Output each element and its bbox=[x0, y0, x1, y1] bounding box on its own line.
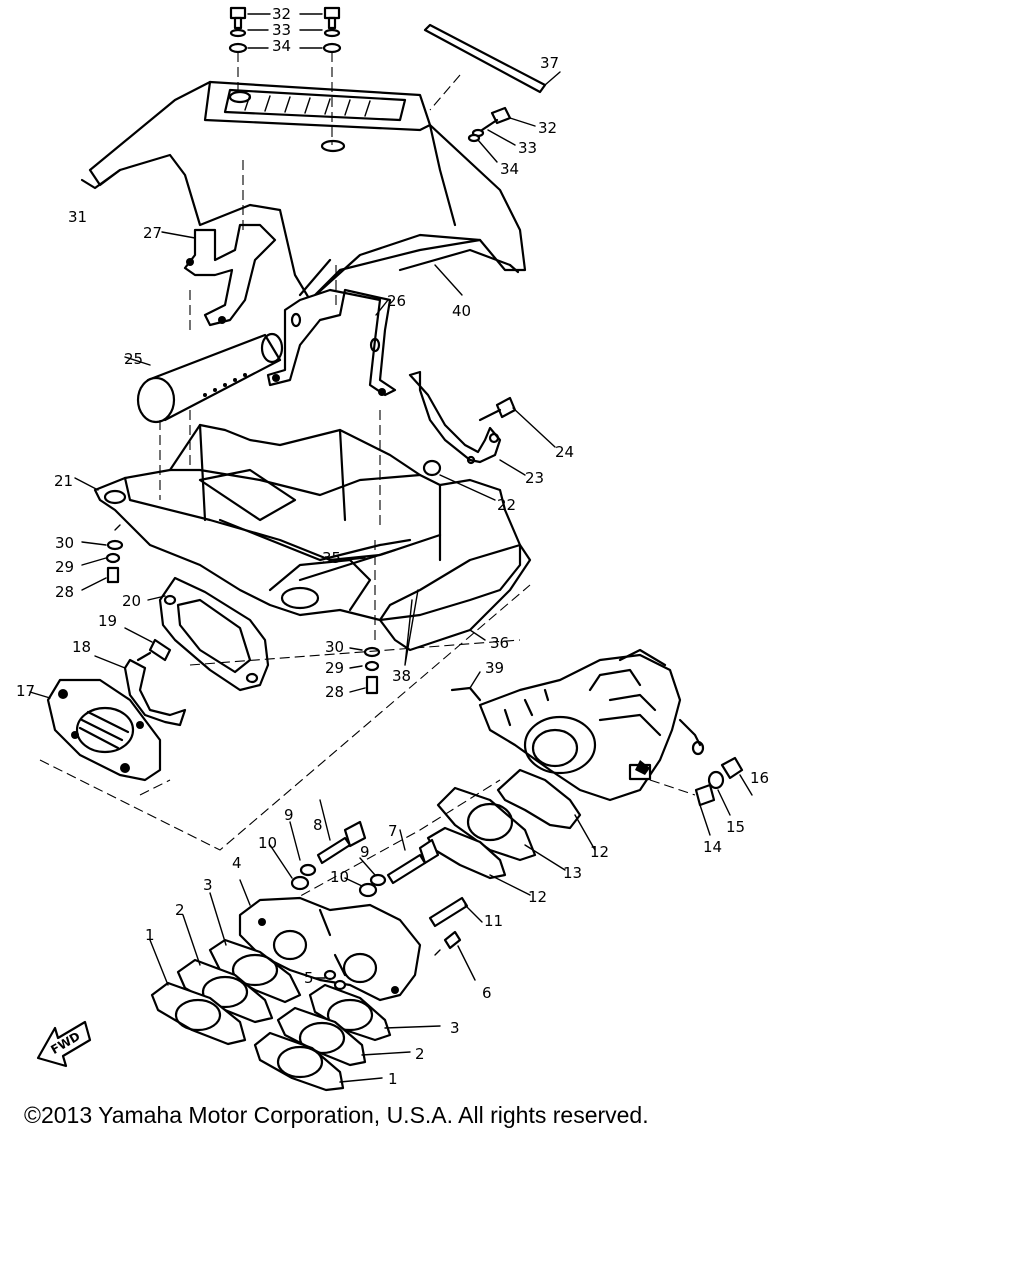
intake-tube bbox=[124, 290, 284, 424]
label-14: 14 bbox=[703, 838, 722, 856]
left-hardware bbox=[81, 524, 381, 695]
label-9b: 9 bbox=[360, 843, 370, 861]
label-2b: 2 bbox=[415, 1045, 425, 1063]
label-27: 27 bbox=[143, 224, 162, 242]
label-5: 5 bbox=[304, 969, 314, 987]
label-32a: 32 bbox=[272, 5, 291, 23]
label-3a: 3 bbox=[203, 876, 213, 894]
label-23: 23 bbox=[525, 469, 544, 487]
label-6: 6 bbox=[482, 984, 492, 1002]
label-30a: 30 bbox=[55, 534, 74, 552]
label-18: 18 bbox=[72, 638, 91, 656]
label-16: 16 bbox=[750, 769, 769, 787]
label-36: 36 bbox=[490, 634, 509, 652]
top-screws bbox=[228, 6, 536, 163]
carburetor bbox=[450, 648, 705, 802]
bolt-19-bracket-18 bbox=[94, 627, 187, 727]
label-20: 20 bbox=[122, 592, 141, 610]
air-cover bbox=[80, 80, 527, 302]
label-2a: 2 bbox=[175, 901, 185, 919]
label-7: 7 bbox=[388, 822, 398, 840]
assembly-lines bbox=[39, 584, 531, 911]
part-number-labels: 32 33 34 37 32 33 34 31 27 40 26 25 24 2… bbox=[16, 5, 769, 1088]
pin-35 bbox=[298, 548, 397, 582]
label-34a: 34 bbox=[272, 37, 291, 55]
label-30b: 30 bbox=[325, 638, 344, 656]
label-22: 22 bbox=[497, 496, 516, 514]
label-15: 15 bbox=[726, 818, 745, 836]
bracket-27 bbox=[161, 160, 277, 327]
label-28b: 28 bbox=[325, 683, 344, 701]
label-25: 25 bbox=[124, 350, 143, 368]
label-33b: 33 bbox=[518, 139, 537, 157]
label-10b: 10 bbox=[330, 868, 349, 886]
label-38: 38 bbox=[392, 667, 411, 685]
copyright-notice: ©2013 Yamaha Motor Corporation, U.S.A. A… bbox=[24, 1102, 649, 1128]
label-32b: 32 bbox=[538, 119, 557, 137]
label-17: 17 bbox=[16, 682, 35, 700]
carb-gaskets bbox=[426, 768, 596, 896]
flange-17 bbox=[29, 678, 162, 782]
bolts bbox=[269, 799, 483, 981]
bracket-26 bbox=[266, 260, 397, 397]
gasket-stack-left bbox=[149, 892, 302, 1046]
label-9a: 9 bbox=[284, 806, 294, 824]
gasket-20 bbox=[147, 576, 270, 692]
label-24: 24 bbox=[555, 443, 574, 461]
label-12a: 12 bbox=[590, 843, 609, 861]
label-8: 8 bbox=[313, 816, 323, 834]
label-3b: 3 bbox=[450, 1019, 460, 1037]
label-11: 11 bbox=[484, 912, 503, 930]
label-19: 19 bbox=[98, 612, 117, 630]
drain-tube bbox=[398, 248, 512, 296]
label-1a: 1 bbox=[145, 926, 155, 944]
label-39: 39 bbox=[485, 659, 504, 677]
intake-manifold bbox=[238, 879, 422, 1002]
gasket-stack-right bbox=[253, 983, 441, 1092]
fwd-arrow-icon bbox=[36, 1020, 92, 1068]
label-34b: 34 bbox=[500, 160, 519, 178]
seal-strip bbox=[423, 23, 561, 111]
label-37: 37 bbox=[540, 54, 559, 72]
carb-fittings bbox=[649, 756, 753, 836]
label-1b: 1 bbox=[388, 1070, 398, 1088]
label-29a: 29 bbox=[55, 558, 74, 576]
label-26: 26 bbox=[387, 292, 406, 310]
clamp-parts bbox=[408, 370, 556, 501]
label-21: 21 bbox=[54, 472, 73, 490]
label-13: 13 bbox=[563, 864, 582, 882]
label-33a: 33 bbox=[272, 21, 291, 39]
label-4: 4 bbox=[232, 854, 242, 872]
air-box-base bbox=[74, 410, 522, 640]
label-35: 35 bbox=[322, 549, 341, 567]
label-10a: 10 bbox=[258, 834, 277, 852]
leader-38 bbox=[404, 589, 419, 666]
label-12b: 12 bbox=[528, 888, 547, 906]
label-29b: 29 bbox=[325, 659, 344, 677]
label-31: 31 bbox=[68, 208, 87, 226]
label-40: 40 bbox=[452, 302, 471, 320]
label-28a: 28 bbox=[55, 583, 74, 601]
